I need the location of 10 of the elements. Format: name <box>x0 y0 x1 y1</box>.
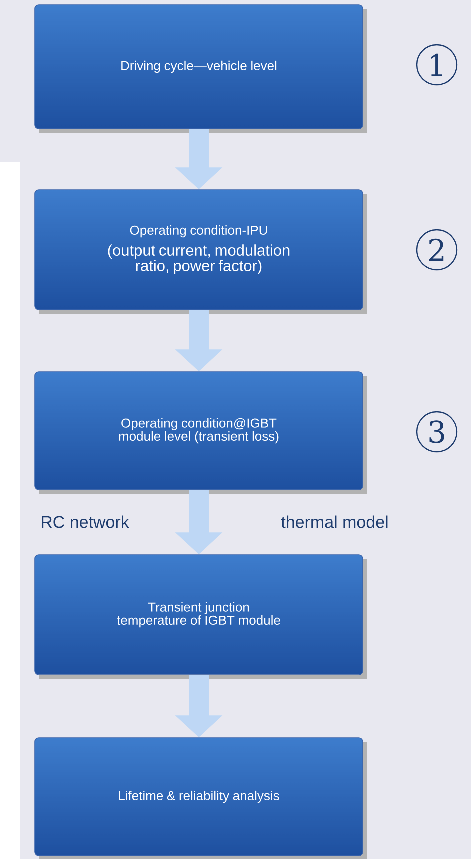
side-label: RC network <box>42 516 130 528</box>
process-box: Operating condition-IPU (output current, modulation ratio, power factor) <box>34 190 367 314</box>
side-label: thermal model <box>281 516 388 528</box>
process-box: Driving cycle—vehicle level <box>34 4 367 133</box>
process-box: Operating condition@IGBT module level (transient loss) <box>34 372 367 494</box>
circled-number: 1 <box>416 44 458 86</box>
process-box: Transient junction temperature of IGBT module <box>34 554 367 679</box>
process-box: Lifetime & reliability analysis <box>34 738 367 859</box>
circled-number: 3 <box>416 411 458 453</box>
circled-number: 2 <box>416 229 458 271</box>
